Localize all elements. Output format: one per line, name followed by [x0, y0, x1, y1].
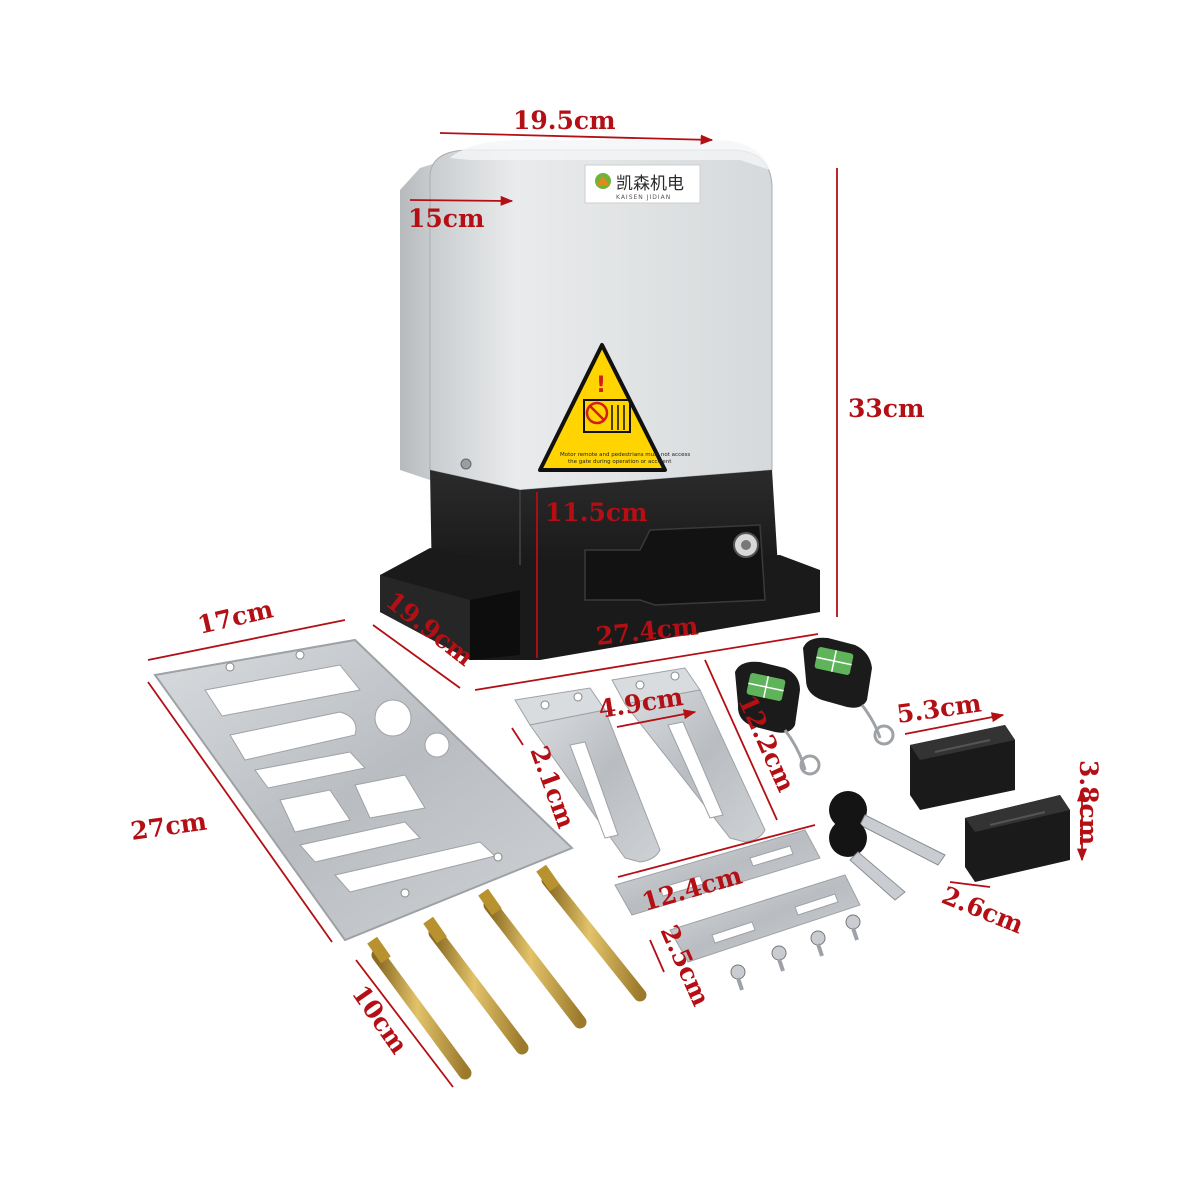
- rack-brackets: [514, 667, 766, 863]
- limit-magnet: [910, 725, 1015, 810]
- limit-magnet: [965, 795, 1070, 882]
- dim-line-motor-depth: [409, 195, 514, 206]
- dim-line-strip-length: [617, 824, 816, 878]
- screws: [730, 914, 861, 991]
- flat-strips: [614, 829, 861, 963]
- svg-text:!: !: [596, 373, 606, 398]
- remote-control: [735, 661, 821, 776]
- warning-triangle-icon: !: [538, 343, 667, 472]
- dim-line-base-width: [474, 633, 819, 691]
- dim-label-motor-depth: 15cm: [408, 204, 484, 233]
- dim-line-motor-width: [439, 132, 714, 145]
- brand-name-en: KAISEN JIDIAN: [616, 194, 671, 201]
- anchor-bolt: [423, 916, 529, 1055]
- dim-label-magnet-height: 3.8cm: [1074, 760, 1103, 845]
- dim-line-magnet-length: [904, 712, 1005, 735]
- dim-label-magnet-length: 5.3cm: [895, 688, 983, 729]
- motor-foot-left: [380, 575, 470, 660]
- motor-foot-corner: [470, 590, 520, 660]
- anchor-bolt: [536, 864, 647, 1002]
- screw: [730, 964, 746, 991]
- dim-label-plate-length: 27cm: [129, 807, 209, 846]
- dim-label-magnet-width: 2.6cm: [938, 881, 1028, 940]
- motor-housing-top: [450, 140, 770, 170]
- dim-line-strip-width: [649, 939, 665, 973]
- anchor-bolts: [367, 864, 647, 1080]
- anchor-bolt: [478, 888, 587, 1029]
- key-icon: [829, 791, 946, 866]
- screw: [771, 945, 787, 972]
- dim-label-base-height: 11.5cm: [545, 498, 648, 527]
- remote-controls: [735, 637, 895, 776]
- warning-text-line-2: the gate during operation or accident: [568, 459, 672, 465]
- flat-strip: [669, 874, 861, 963]
- housing-screw: [460, 458, 472, 470]
- manual-release-handle: [584, 524, 766, 606]
- dim-line-plate-length: [147, 681, 333, 943]
- rack-bracket: [514, 687, 661, 863]
- key-lock-hole: [741, 540, 751, 550]
- flat-strip: [614, 829, 821, 916]
- remote-control: [803, 637, 895, 746]
- anchor-bolt: [367, 936, 472, 1080]
- gate-motor: 凯森机电 KAISEN JIDIAN ! Motor remote and pe…: [380, 140, 820, 660]
- rack-bracket: [611, 667, 766, 843]
- screw: [845, 914, 861, 941]
- mounting-plate: [153, 638, 574, 942]
- dim-line-bolt-length: [355, 959, 454, 1088]
- dim-label-plate-width: 17cm: [195, 594, 276, 639]
- warning-text-line-1: Motor remote and pedestrians must not ac…: [560, 452, 690, 458]
- dimension-lines: [147, 132, 1088, 1088]
- dim-line-bracket-length: [704, 659, 778, 821]
- dim-line-bracket-depth: [511, 727, 524, 746]
- dim-label-motor-width: 19.5cm: [513, 106, 616, 135]
- brand-name-cn: 凯森机电: [616, 174, 684, 194]
- dim-label-motor-height: 33cm: [848, 394, 924, 423]
- dim-line-magnet-width: [949, 881, 991, 888]
- dim-line-base-depth: [372, 624, 461, 689]
- keys: [829, 791, 946, 901]
- screw: [810, 930, 826, 957]
- key-icon: [829, 819, 906, 901]
- dim-line-bracket-width: [616, 709, 697, 728]
- limit-magnets: [910, 725, 1070, 882]
- dim-line-plate-width: [147, 619, 346, 661]
- brand-logo-roof: [596, 176, 610, 186]
